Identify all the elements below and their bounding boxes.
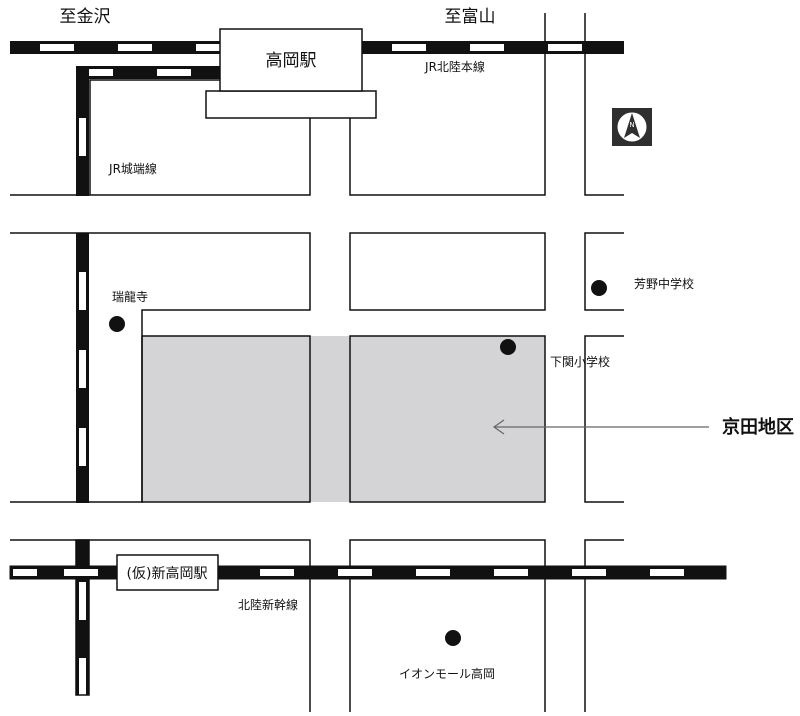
landmark-aeon-mall: イオンモール高岡 [399,630,495,681]
takaoka-station-label: 高岡駅 [266,51,317,71]
shin-takaoka-station: (仮)新高岡駅 [116,554,219,591]
aeon-mall-marker [445,630,461,646]
takaoka-station: 高岡駅 [205,28,377,119]
label-johana: JR城端線 [108,161,157,176]
block-r2-right [584,232,624,311]
block-r1-right [584,13,624,196]
district-shade-right [350,336,545,502]
compass-north-letter: N [629,121,634,129]
hagano-jhs-label: 芳野中学校 [634,276,694,291]
block-r2-left [10,232,311,503]
block-r4-mid [349,539,546,712]
district-shade-left [142,336,310,502]
landmark-shimozeki-es: 下関小学校 [500,339,610,369]
block-r4-left [10,539,311,712]
shimozeki-es-marker [500,339,516,355]
kyoden-district-area [142,336,545,502]
block-r3-mid [349,335,546,503]
label-shinkansen: 北陸新幹線 [238,597,298,612]
zuiryuji-marker [109,316,125,332]
station-building [219,28,363,92]
district-label: 京田地区 [722,416,794,438]
label-hokuriku-main: JR北陸本線 [424,59,485,74]
district-callout: 京田地区 [492,416,794,438]
destination-kanazawa: 至金沢 [60,7,111,27]
block-r3-left [141,335,311,503]
block-r3-right [584,335,624,503]
hagano-jhs-marker [591,280,607,296]
destination-toyama: 至富山 [445,7,496,27]
shin-takaoka-box [116,554,219,591]
district-arrow-head [492,419,505,435]
block-r2-mid [349,232,546,311]
block-r1-mid [349,13,546,196]
block-r4-right [584,539,624,712]
city-blocks [10,13,624,712]
landmark-hagano-jhs: 芳野中学校 [591,276,694,296]
landmark-zuiryuji: 瑞龍寺 [109,289,148,332]
district-shade-middle [310,336,350,502]
zuiryuji-label: 瑞龍寺 [112,289,148,304]
station-platform [205,90,377,119]
compass-icon: N [612,108,652,146]
shin-takaoka-label: (仮)新高岡駅 [127,565,208,582]
shimozeki-es-label: 下関小学校 [550,354,610,369]
aeon-mall-label: イオンモール高岡 [399,666,495,681]
